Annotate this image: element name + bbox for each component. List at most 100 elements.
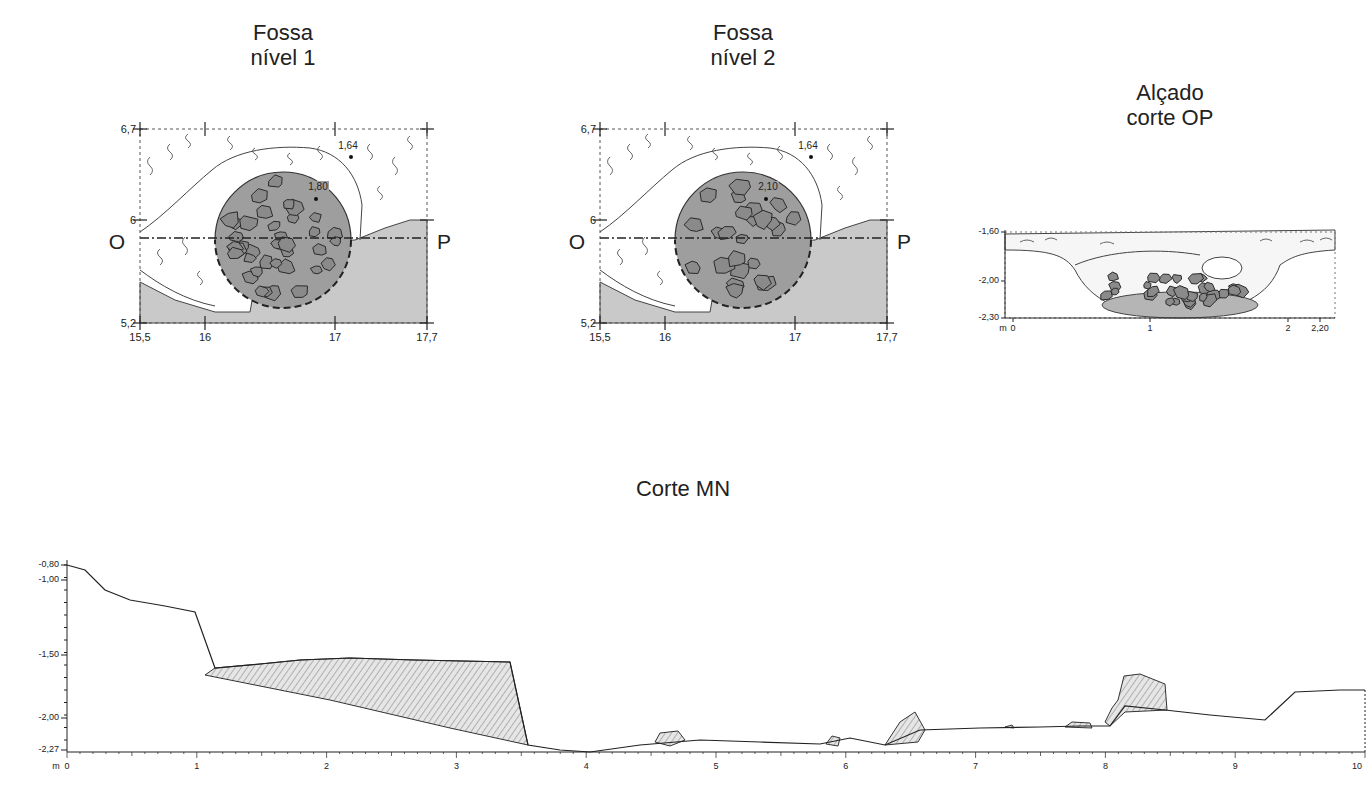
drawing-heading: Alçado corte OP [1113,80,1228,131]
stone [313,244,327,256]
stone [250,267,262,277]
stone [255,286,269,297]
axis-label: -1,60 [978,227,999,237]
stone [268,221,280,230]
grid-frame [600,129,887,323]
stone [1173,286,1188,300]
axis-label: 6 [843,762,848,772]
axis-label: 15,5 [129,331,150,343]
stone [1204,282,1215,291]
stone [257,205,273,218]
stone [1200,293,1208,301]
section-line [600,237,887,238]
stone [1219,289,1229,298]
axis-label: -1,50 [38,650,59,660]
grid-frame [140,129,427,323]
soil-texture [618,249,623,265]
soil-texture [393,157,398,175]
axis-label: 2,20 [1311,324,1329,334]
soil-texture [713,148,718,160]
stone [309,227,320,237]
stone [321,258,335,271]
stone [753,210,772,229]
axis-label: 9 [1233,762,1238,772]
axis-label: 8 [1103,762,1108,772]
soil-texture [148,157,153,175]
elevation-point: 2,10 [757,181,778,192]
soil-texture [658,271,663,285]
plan-view [593,122,894,330]
soil-texture [378,186,383,200]
pit-edge [600,270,675,306]
stone [252,189,268,203]
stone [1228,285,1240,295]
axis-label: 5,2 [581,317,596,329]
axis-label: -2,00 [38,713,59,723]
axis-label: 3 [454,762,459,772]
soil-texture [368,144,373,160]
axis-label: 17 [329,331,341,343]
axis-label: 6,7 [121,123,136,135]
axis-label: 17,7 [416,331,437,343]
ground-profile [67,565,1365,752]
stone [270,259,282,269]
stone [227,247,244,258]
hatched-deposit [885,712,925,745]
soil-texture [186,134,191,148]
stone [1108,272,1119,281]
axis-label: 0 [1010,324,1015,334]
stone [1172,275,1181,284]
soil-texture [253,148,258,160]
pit-fill [675,172,811,308]
stone [1148,286,1160,296]
stone [291,286,308,298]
hatched-deposit [205,658,528,745]
soil-texture [646,134,651,148]
axis-label: 1 [1147,324,1152,334]
stone [1111,288,1119,295]
drawing-heading: Fossa nível 2 [688,20,798,71]
stone [284,200,294,209]
stone [1188,274,1203,284]
elevation-point: 1,64 [797,140,818,151]
axis-label: m [999,324,1007,334]
stone [685,261,700,273]
axis-label: 0 [64,762,69,772]
soil-texture [408,136,413,150]
soil-texture [183,237,188,255]
axis-label: m [52,762,60,772]
axis-label: 6 [130,214,136,226]
stone [229,232,244,242]
elevation-point: 1,80 [307,181,328,192]
stone [1148,273,1161,283]
stone [310,266,322,274]
stone [1101,291,1113,300]
plan-view [133,122,434,330]
soil-texture [853,157,858,175]
soil-texture [778,146,783,160]
stone [269,175,283,187]
stone [748,258,760,269]
hatched-deposit [1065,722,1092,728]
axis-label: 6,7 [581,123,596,135]
soil-texture [643,237,648,255]
axis-label: 17 [789,331,801,343]
stone [1159,274,1172,283]
stone [729,179,751,195]
soil-texture [748,153,753,165]
stone [754,275,771,290]
axis-label: 17,7 [876,331,897,343]
soil-texture [688,136,693,150]
axis-label: 7 [973,762,978,772]
axis-label: P [437,230,451,253]
stone [278,237,295,252]
soil-texture [838,186,843,200]
axis-label: O [569,230,585,253]
stone [736,234,748,243]
axis-label: 4 [584,762,589,772]
hatched-deposit [1105,674,1167,726]
soil-texture [868,136,873,150]
stone [736,206,753,220]
stone [1166,298,1175,306]
